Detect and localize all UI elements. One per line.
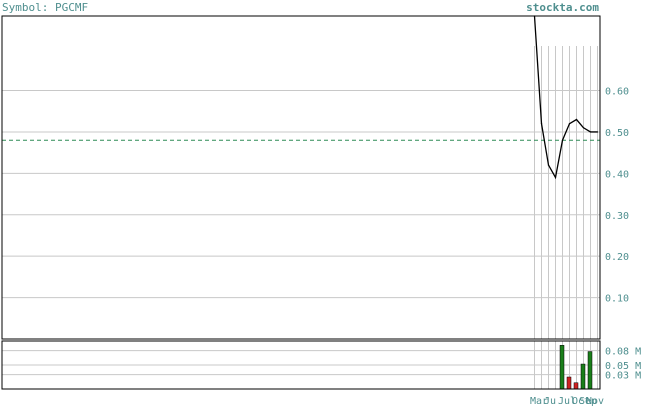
x-tick-label: Jul bbox=[558, 396, 576, 406]
price-tick-label: 0.10 bbox=[605, 294, 629, 305]
symbol-label: Symbol: PGCMF bbox=[2, 1, 88, 14]
price-point bbox=[561, 139, 564, 141]
x-tick-label: Mar bbox=[530, 396, 548, 406]
x-tick-label: Sep bbox=[579, 396, 597, 406]
price-point bbox=[589, 131, 592, 133]
price-point bbox=[568, 123, 571, 125]
price-tick-label: 0.40 bbox=[605, 169, 629, 180]
x-tick-label: Ju bbox=[544, 396, 556, 406]
price-frame bbox=[1, 15, 601, 340]
price-tick-label: 0.60 bbox=[605, 87, 629, 98]
price-tick-label: 0.20 bbox=[605, 252, 629, 263]
price-panel: 0.10 0.20 0.30 0.40 0.50 0.60 bbox=[1, 15, 629, 340]
x-tick-label: Oct bbox=[572, 396, 590, 406]
price-point bbox=[582, 127, 585, 129]
price-tick-label: 0.30 bbox=[605, 211, 629, 222]
volume-bar bbox=[573, 382, 579, 390]
x-tick-label: Nov bbox=[586, 396, 604, 406]
site-label: stockta.com bbox=[526, 1, 599, 14]
volume-panel: 0.03 M0.05 M 0.08 M bbox=[1, 340, 641, 390]
price-point bbox=[547, 164, 550, 166]
volume-bar bbox=[587, 351, 593, 390]
price-tick-label: 0.50 bbox=[605, 128, 629, 139]
volume-tick-label: 0.03 M bbox=[605, 371, 641, 382]
volume-bar bbox=[559, 345, 565, 390]
price-point bbox=[575, 118, 578, 121]
volume-frame bbox=[1, 340, 601, 390]
price-line bbox=[533, 15, 598, 180]
volume-bar bbox=[566, 376, 572, 390]
volume-tick-label: 0.05 M bbox=[605, 361, 641, 372]
price-point bbox=[554, 176, 557, 179]
volume-tick-label: 0.08 M bbox=[605, 347, 641, 358]
volume-bar bbox=[580, 363, 586, 390]
price-point bbox=[596, 131, 599, 133]
price-point bbox=[540, 123, 543, 125]
